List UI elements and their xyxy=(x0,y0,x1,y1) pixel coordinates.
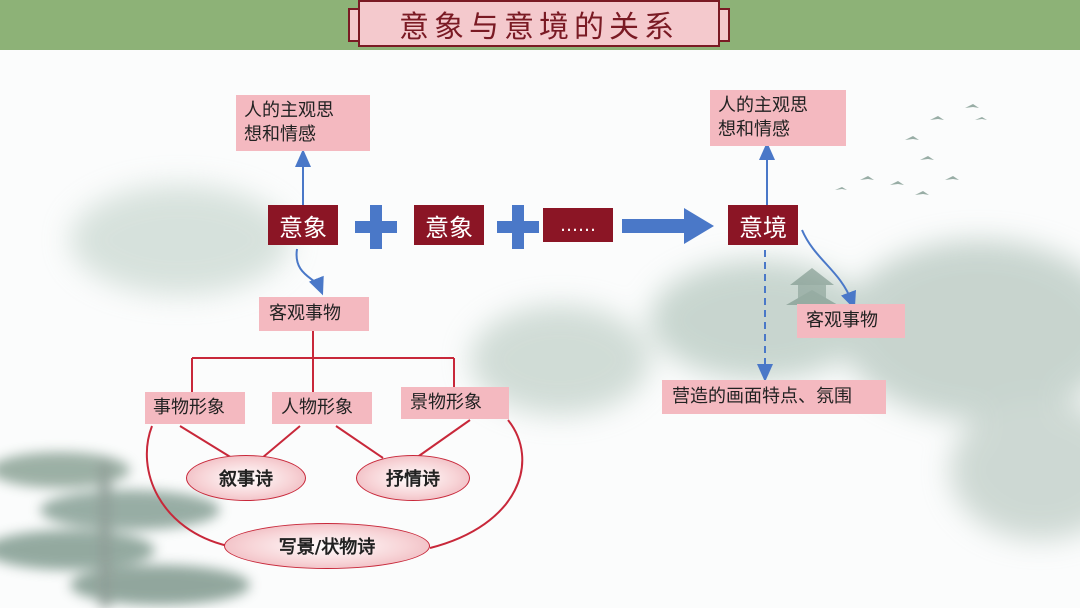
objective-things-box-right: 客观事物 xyxy=(797,304,905,338)
branch-event-image: 事物形象 xyxy=(145,392,245,424)
ellipsis-box: …… xyxy=(543,208,613,242)
imagery-box-second: 意象 xyxy=(414,205,484,245)
lyric-poem-ellipse: 抒情诗 xyxy=(356,455,470,501)
flying-birds xyxy=(835,104,987,195)
plus-icon xyxy=(355,205,397,249)
subjective-feeling-box-left: 人的主观思 想和情感 xyxy=(236,95,370,151)
branch-scenery-image: 景物形象 xyxy=(401,387,509,419)
narrative-poem-ellipse: 叙事诗 xyxy=(186,455,306,501)
pine-tree-silhouette xyxy=(0,452,250,608)
plus-icon xyxy=(497,205,539,249)
page-title: 意象与意境的关系 xyxy=(348,0,730,47)
scenery-poem-ellipse: 写景/状物诗 xyxy=(224,523,430,569)
branch-person-image: 人物形象 xyxy=(272,392,372,424)
right-arrow-icon xyxy=(622,208,714,244)
imagery-box: 意象 xyxy=(268,205,338,245)
atmosphere-result-box: 营造的画面特点、氛围 xyxy=(662,380,886,414)
artistic-conception-box: 意境 xyxy=(728,205,798,245)
subjective-feeling-box-right: 人的主观思 想和情感 xyxy=(710,90,846,146)
objective-things-box-left: 客观事物 xyxy=(259,297,369,331)
